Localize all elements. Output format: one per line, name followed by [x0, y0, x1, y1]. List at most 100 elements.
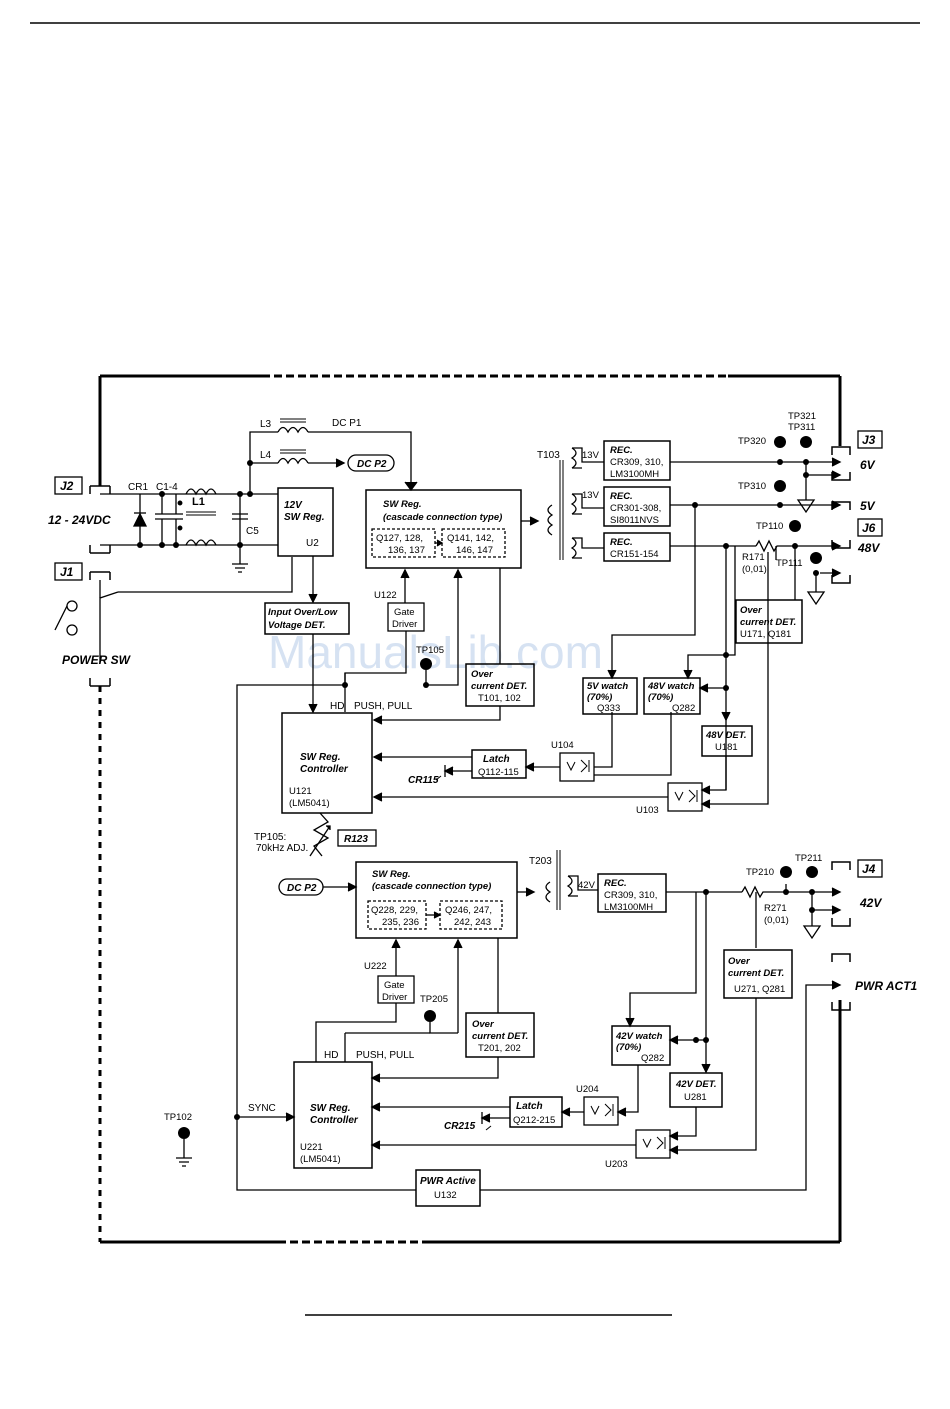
watch-5v-l2: (70%) — [587, 692, 612, 703]
connector-j6: J6 — [862, 521, 876, 535]
over-current-det-u171 — [735, 599, 803, 644]
power-switch-symbol — [54, 600, 78, 636]
over-current-u171-l2: current DET. — [740, 617, 796, 628]
cr1-label: CR1 — [128, 482, 148, 493]
u204-label: U204 — [576, 1084, 599, 1095]
input-over-low-l2: Voltage DET. — [268, 620, 326, 631]
dc-p1-label: DC P1 — [332, 418, 362, 429]
tp205-label: TP205 — [420, 994, 448, 1005]
rec-42v-l1: REC. — [604, 878, 627, 889]
sw-reg-cascade-2-l2: (cascade connection type) — [372, 881, 491, 892]
det-48v-block — [701, 725, 753, 757]
over-current-det-2-l2: current DET. — [472, 1031, 528, 1042]
sw-reg-controller-2-l2: Controller — [310, 1115, 359, 1126]
u104-label: U104 — [551, 740, 574, 751]
tp210-label: TP210 — [746, 867, 774, 878]
c5-label: C5 — [246, 526, 259, 537]
tp102-label: TP102 — [164, 1112, 192, 1123]
latch-1-l1: Latch — [483, 754, 510, 765]
l3-label: L3 — [260, 419, 272, 430]
rec-48v-l2: CR151-154 — [610, 549, 659, 560]
sw-reg-controller-2-l1: SW Reg. — [310, 1103, 351, 1114]
pwr-active-block — [415, 1169, 481, 1207]
sw-reg-cascade-2-b1: Q246, 247, — [445, 905, 492, 916]
watch-48v-l1: 48V watch — [647, 681, 695, 692]
sw-reg-cascade-1-b2: 146, 147 — [456, 545, 493, 556]
sync-label: SYNC — [248, 1103, 276, 1114]
watch-42v-l2: (70%) — [616, 1042, 641, 1053]
gate-driver-1-l1: Gate — [394, 607, 415, 618]
output-connector-pins — [831, 446, 851, 1011]
latch-1-l2: Q112-115 — [478, 767, 519, 778]
sw-reg-12v-block — [277, 487, 334, 557]
output-pwr-act1: PWR ACT1 — [855, 979, 918, 993]
input-connector-pins — [89, 485, 111, 687]
connector-j3: J3 — [862, 433, 876, 447]
pwr-active-l1: PWR Active — [420, 1176, 476, 1187]
sw-reg-cascade-1-a2: 136, 137 — [388, 545, 425, 556]
connector-j2: J2 — [60, 479, 74, 493]
watch-5v-l3: Q333 — [597, 703, 620, 714]
sw-reg-12v-l2: SW Reg. — [284, 512, 325, 523]
connector-j1: J1 — [60, 565, 74, 579]
l1-label: L1 — [192, 496, 205, 508]
input-voltage-label: 12 - 24VDC — [48, 513, 111, 527]
det-48v-l2: U181 — [715, 742, 738, 753]
tp321-label: TP321 — [788, 411, 816, 422]
dc-p2-label: DC P2 — [357, 459, 387, 470]
watch-42v-l1: 42V watch — [615, 1031, 663, 1042]
hd-label-1: HD — [330, 701, 344, 712]
u103-label: U103 — [636, 805, 659, 816]
output-42v: 42V — [859, 896, 882, 910]
tp211-label: TP211 — [795, 853, 822, 864]
t203-label: T203 — [529, 856, 552, 867]
watch-5v-block — [582, 677, 638, 715]
output-5v: 5V — [860, 499, 876, 513]
gate-driver-2-l1: Gate — [384, 980, 405, 991]
over-current-det-u271 — [723, 949, 793, 999]
over-current-det-1-l1: Over — [471, 669, 494, 680]
latch-1 — [471, 749, 527, 779]
tp105-top-label: TP105 — [416, 645, 444, 656]
input-over-low-block — [264, 602, 350, 635]
sw-reg-controller-1 — [281, 712, 373, 814]
over-current-det-1-l2: current DET. — [471, 681, 527, 692]
sw-reg-controller-2-l3: U221 — [300, 1142, 323, 1153]
tp311-label: TP311 — [788, 422, 815, 433]
rec-42v-l3: LM3100MH — [604, 902, 653, 913]
r171-value: (0,01) — [742, 564, 767, 575]
over-current-u171-l1: Over — [740, 605, 763, 616]
watch-5v-l1: 5V watch — [587, 681, 628, 692]
sw-reg-12v-l3: U2 — [306, 538, 319, 549]
sw-reg-cascade-2-l1: SW Reg. — [372, 869, 411, 880]
over-current-det-1-l3: T101, 102 — [478, 693, 521, 704]
push-pull-label-1: PUSH, PULL — [354, 701, 413, 712]
u203-opto — [635, 1129, 671, 1159]
watch-48v-l3: Q282 — [672, 703, 695, 714]
over-current-u271-l3: U271, Q281 — [734, 984, 785, 995]
connector-j4: J4 — [862, 862, 876, 876]
outer-frame — [98, 374, 842, 1244]
v42-label: 42V — [578, 880, 596, 891]
det-48v-l1: 48V DET. — [705, 730, 746, 741]
l4-label: L4 — [260, 450, 272, 461]
tp111-label: TP111 — [776, 558, 803, 569]
sw-reg-cascade-2 — [355, 861, 518, 939]
gate-driver-2-l2: Driver — [382, 992, 407, 1003]
t103-transformer — [547, 447, 604, 560]
v13a-label: 13V — [582, 450, 600, 461]
t203-transformer — [545, 850, 598, 910]
output-48v: 48V — [857, 541, 880, 555]
watch-42v-block — [611, 1025, 671, 1066]
sw-reg-cascade-1-b1: Q141, 142, — [447, 533, 494, 544]
rec-5v-l3: SI8011NVS — [610, 515, 659, 526]
sw-reg-controller-2 — [293, 1061, 373, 1169]
sw-reg-controller-1-l2: Controller — [300, 764, 349, 775]
rec-5v-l1: REC. — [610, 491, 633, 502]
over-current-det-2-l3: T201, 202 — [478, 1043, 521, 1054]
tp310-label: TP310 — [738, 481, 766, 492]
sw-reg-controller-1-l1: SW Reg. — [300, 752, 341, 763]
power-sw-label: POWER SW — [62, 653, 132, 667]
rec-6v-l1: REC. — [610, 445, 633, 456]
